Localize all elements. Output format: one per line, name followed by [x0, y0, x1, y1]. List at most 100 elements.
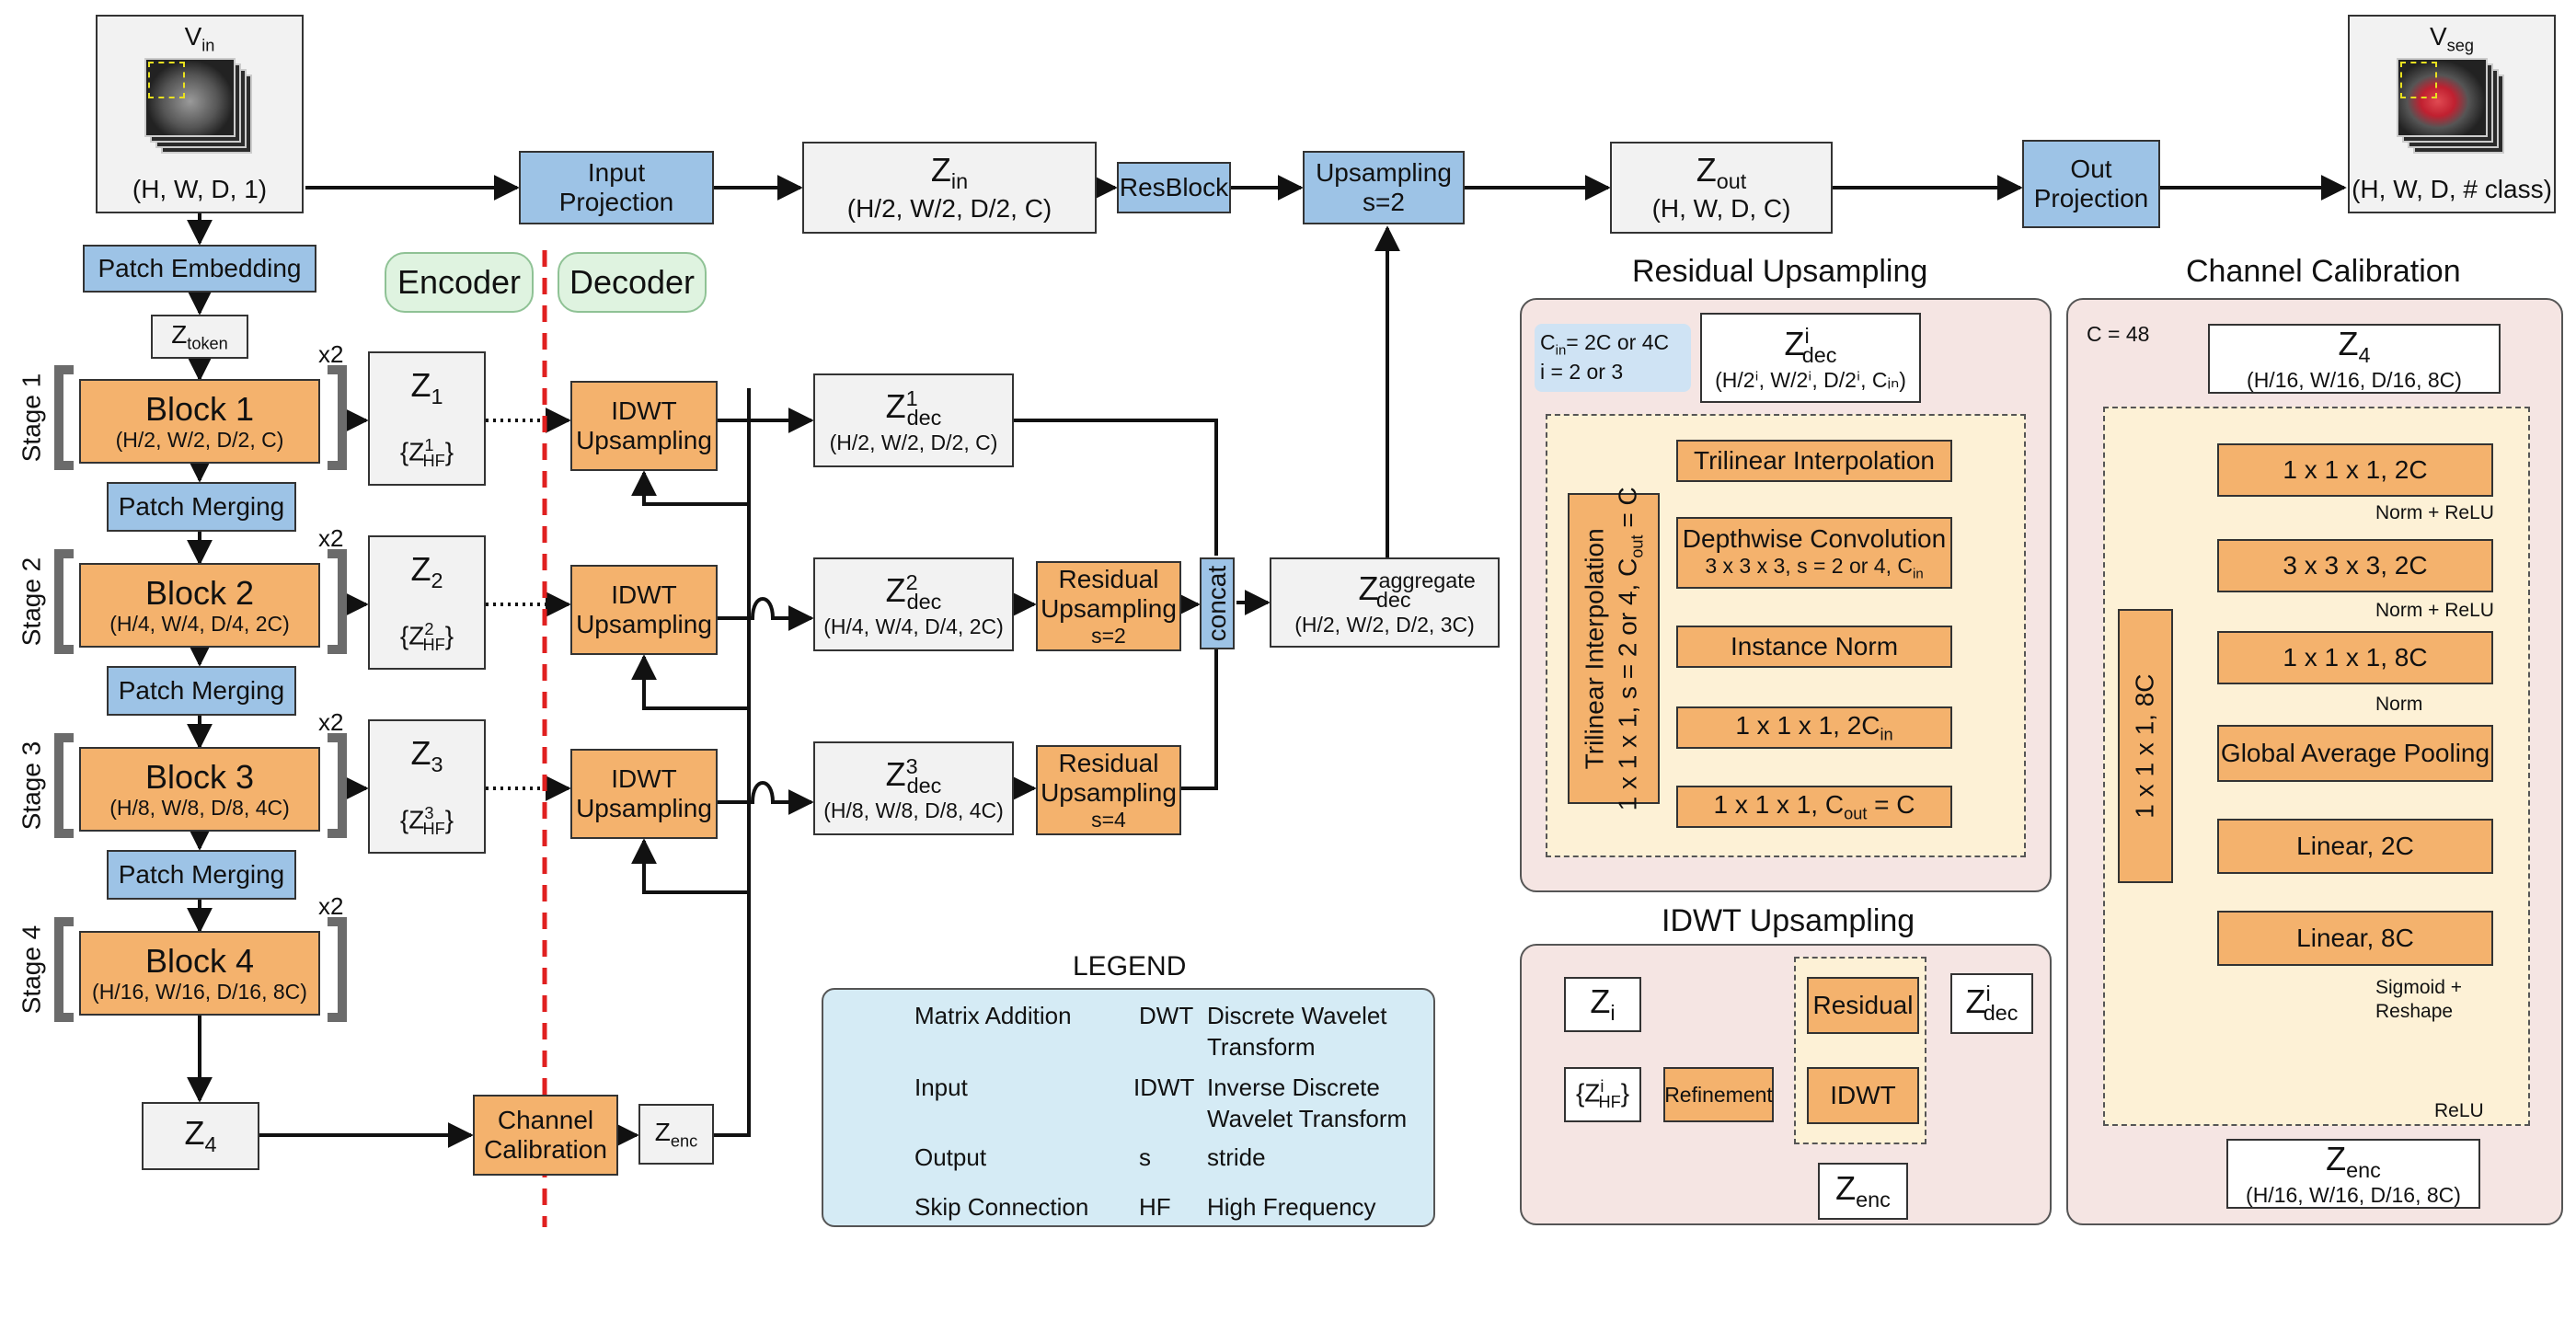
- cc-step-linear-2c: Linear, 2C: [2217, 819, 2493, 874]
- legend-key-hf: HF: [1139, 1193, 1171, 1221]
- note-norm: Norm: [2375, 694, 2423, 715]
- patch-merging-2: Patch Merging: [107, 666, 296, 716]
- z-out-box: Zout (H, W, D, C): [1610, 142, 1833, 234]
- vin-sub: in: [201, 36, 215, 55]
- idwt-upsampling-title: IDWT Upsampling: [1662, 903, 1915, 938]
- cc-step-3: 1 x 1 x 1, 8C: [2217, 631, 2493, 684]
- stage-2-label: Stage 2: [17, 557, 46, 647]
- z-token-box: Ztoken: [151, 315, 248, 359]
- vin-label: V: [184, 22, 202, 51]
- output-segmentation-box: Vseg (H, W, D, # class): [2348, 15, 2556, 213]
- residual-side-branch: Trilinear Interpolation 1 x 1 x 1, s = 2…: [1568, 487, 1660, 810]
- vin-dims: (H, W, D, 1): [132, 174, 268, 203]
- patch-merging-1: Patch Merging: [107, 482, 296, 532]
- legend-val-dwt-1: Discrete Wavelet: [1207, 1002, 1387, 1029]
- z-in-box: Zin (H/2, W/2, D/2, C): [802, 142, 1097, 234]
- repeat-x2-1: x2: [318, 340, 344, 368]
- legend-val-s: stride: [1207, 1143, 1266, 1171]
- zdec-aggregate-box: Zaggregatedec (H/2, W/2, D/2, 3C): [1270, 557, 1500, 648]
- vseg-dims: (H, W, D, # class): [2352, 174, 2552, 203]
- step-trilinear-interpolation: Trilinear Interpolation: [1676, 440, 1952, 482]
- cc-zenc-box: Zenc (H/16, W/16, D/16, 8C): [2226, 1139, 2480, 1209]
- repeat-x2-3: x2: [318, 708, 344, 736]
- block-4: Block 4(H/16, W/16, D/16, 8C): [79, 931, 320, 1016]
- legend-matrix-addition: Matrix Addition: [914, 1002, 1072, 1029]
- step-instance-norm: Instance Norm: [1676, 626, 1952, 668]
- legend-key-s: s: [1139, 1143, 1151, 1171]
- step-conv-2cin: 1 x 1 x 1, 2Cin: [1676, 706, 1952, 749]
- step-conv-cout: 1 x 1 x 1, Cout = C: [1676, 786, 1952, 828]
- refinement-box: Refinement: [1663, 1067, 1774, 1122]
- zdec-3-box: Z3dec (H/8, W/8, D/8, 4C): [813, 741, 1014, 835]
- repeat-x2-4: x2: [318, 892, 344, 920]
- stage-1-label: Stage 1: [17, 373, 46, 463]
- legend-val-idwt-2: Wavelet Transform: [1207, 1105, 1408, 1132]
- zdec-2-box: Z2dec (H/4, W/4, D/4, 2C): [813, 557, 1014, 651]
- block-2: Block 2(H/4, W/4, D/4, 2C): [79, 563, 320, 648]
- block-1: Block 1(H/2, W/2, D/2, C): [79, 379, 320, 464]
- legend-input: Input: [914, 1074, 968, 1101]
- note-sigmoid: Sigmoid +: [2375, 977, 2462, 998]
- cc-step-gap: Global Average Pooling: [2217, 725, 2493, 782]
- z2-hf-box: Z2 {Z2HF}: [368, 535, 486, 670]
- legend-val-dwt-2: Transform: [1207, 1033, 1316, 1061]
- idwt-zdec-output-box: Zidec: [1950, 973, 2033, 1034]
- legend-key-dwt: DWT: [1139, 1002, 1194, 1029]
- residual-input-box: Zidec (H/2ⁱ, W/2ⁱ, D/2ⁱ, Cᵢₙ): [1700, 313, 1921, 403]
- legend-key-idwt: IDWT: [1133, 1074, 1195, 1101]
- vseg-label: V: [2429, 22, 2447, 51]
- encoder-label: Encoder: [385, 252, 534, 313]
- legend-val-hf: High Frequency: [1207, 1193, 1376, 1221]
- cin-note: Cin= 2C or 4C i = 2 or 3: [1535, 324, 1691, 392]
- z3-hf-box: Z3 {Z3HF}: [368, 719, 486, 854]
- cc-step-2: 3 x 3 x 3, 2C: [2217, 539, 2493, 592]
- note-norm-relu-2: Norm + ReLU: [2375, 600, 2494, 621]
- patch-merging-3: Patch Merging: [107, 850, 296, 900]
- legend-title: LEGEND: [1073, 951, 1187, 982]
- cc-step-1: 1 x 1 x 1, 2C: [2217, 443, 2493, 497]
- cc-step-linear-8c: Linear, 8C: [2217, 911, 2493, 966]
- note-relu: ReLU: [2434, 1100, 2484, 1121]
- idwt-hf-box: {ZiHF}: [1564, 1067, 1641, 1122]
- legend-box: [822, 988, 1435, 1227]
- channel-calibration-title: Channel Calibration: [2186, 254, 2461, 289]
- cc-z4-box: Z4 (H/16, W/16, D/16, 8C): [2208, 324, 2501, 394]
- decoder-label: Decoder: [558, 252, 707, 313]
- ct-scan-image: [144, 57, 255, 155]
- step-depthwise-convolution: Depthwise Convolution 3 x 3 x 3, s = 2 o…: [1676, 517, 1952, 589]
- patch-embedding-box: Patch Embedding: [83, 245, 316, 293]
- residual-box: Residual: [1807, 977, 1919, 1034]
- block-3: Block 3(H/8, W/8, D/8, 4C): [79, 747, 320, 832]
- stage-4-label: Stage 4: [17, 924, 46, 1015]
- repeat-x2-2: x2: [318, 524, 344, 552]
- input-volume-box: Vin (H, W, D, 1): [96, 15, 304, 213]
- concat-box: concat: [1200, 557, 1235, 649]
- z1-hf-box: Z1 {Z1HF}: [368, 351, 486, 486]
- cc-side-branch: 1 x 1 x 1, 8C: [2118, 609, 2173, 883]
- idwt-box: IDWT: [1807, 1067, 1919, 1124]
- stage-3-label: Stage 3: [17, 741, 46, 831]
- note-norm-relu-1: Norm + ReLU: [2375, 502, 2494, 523]
- c-48-label: C = 48: [2087, 322, 2150, 346]
- z4-box: Z4: [142, 1102, 259, 1170]
- segmentation-image: [2397, 57, 2507, 155]
- idwt-zenc-box: Zenc: [1818, 1163, 1908, 1220]
- legend-skip-connection: Skip Connection: [914, 1193, 1089, 1221]
- resblock-box: ResBlock: [1117, 162, 1231, 213]
- vseg-sub: seg: [2446, 36, 2474, 55]
- z-enc-box: Zenc: [638, 1104, 714, 1165]
- idwt-zi-box: Zi: [1564, 977, 1641, 1032]
- note-reshape: Reshape: [2375, 1001, 2454, 1022]
- residual-upsampling-title: Residual Upsampling: [1632, 254, 1928, 289]
- legend-val-idwt-1: Inverse Discrete: [1207, 1074, 1380, 1101]
- zdec-1-box: Z1dec (H/2, W/2, D/2, C): [813, 373, 1014, 467]
